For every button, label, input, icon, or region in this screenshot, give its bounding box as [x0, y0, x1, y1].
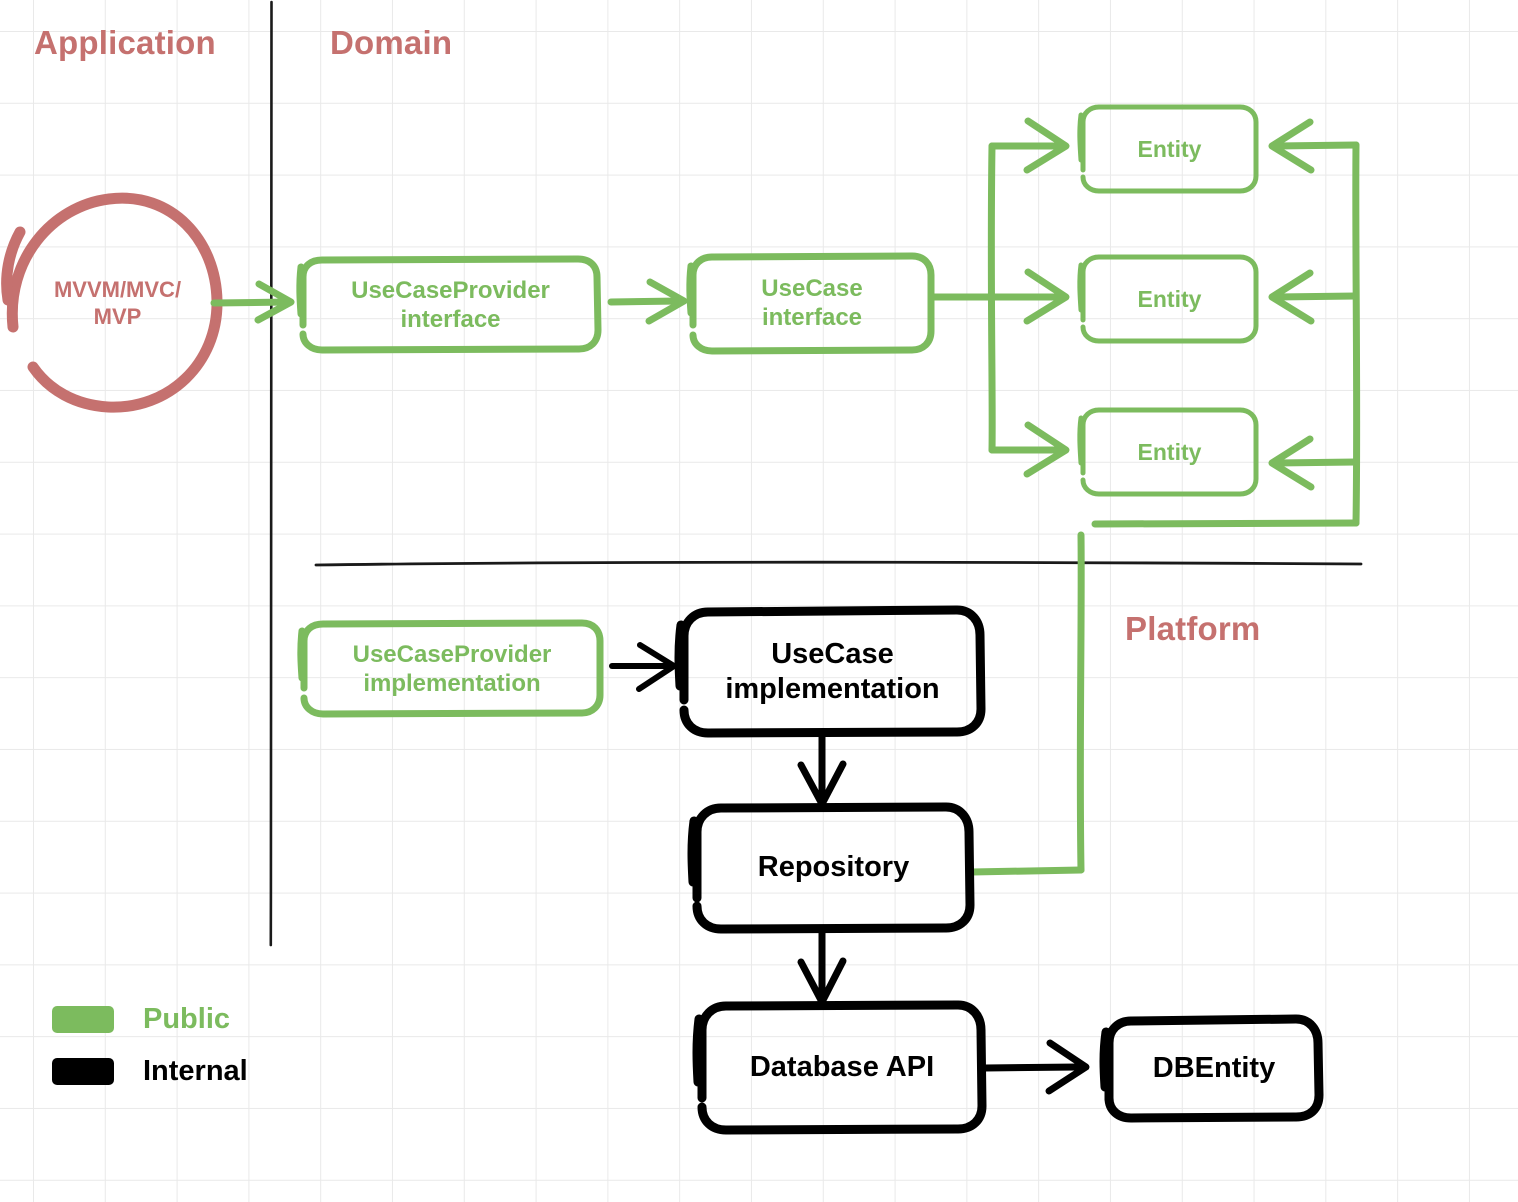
node-shape-dbentity: [1099, 1014, 1324, 1123]
node-ucp-impl[interactable]: [300, 621, 603, 717]
node-shape-uc-impl: [674, 605, 986, 738]
node-shape-entity-3: [1077, 407, 1259, 497]
edge-database-api-to-dbentity: [981, 1039, 1090, 1095]
node-entity-1[interactable]: [1080, 105, 1259, 194]
node-uc-impl[interactable]: [680, 608, 984, 736]
node-uc-interface[interactable]: [690, 254, 934, 353]
edge-repository-to-entities: [968, 118, 1361, 876]
node-shape-entity-1: [1077, 104, 1259, 194]
node-database-api[interactable]: [698, 1003, 985, 1133]
edge-ucp-impl-to-uc-impl: [609, 642, 677, 692]
edge-uc-impl-to-repository: [797, 732, 847, 808]
legend-swatch-internal: [52, 1058, 114, 1085]
node-shape-repository: [687, 802, 975, 934]
node-dbentity[interactable]: [1105, 1017, 1322, 1121]
mvvm-circle-shape: [1, 192, 223, 413]
edge-repository-to-database-api: [797, 928, 847, 1006]
node-mvvm[interactable]: [5, 196, 220, 410]
legend-label-public: Public: [143, 1003, 231, 1035]
legend-item-public[interactable]: [48, 1000, 278, 1040]
edge-uc-interface-to-entity-bus: [930, 117, 1070, 478]
edge-ucp-interface-to-uc-interface: [607, 278, 688, 325]
node-entity-2[interactable]: [1080, 255, 1259, 344]
zone-divider-vertical: [269, 0, 273, 947]
zone-divider-horizontal: [314, 560, 1363, 567]
zone-label-domain: Domain: [330, 24, 453, 61]
zone-label-application: Application: [34, 24, 216, 61]
zone-label-platform: Platform: [1125, 610, 1261, 647]
node-repository[interactable]: [693, 805, 973, 932]
node-shape-uc-interface: [686, 252, 935, 355]
legend-label-internal: Internal: [143, 1055, 248, 1087]
legend-swatch-public: [52, 1006, 114, 1033]
node-shape-entity-2: [1077, 254, 1259, 344]
legend-item-internal[interactable]: [48, 1052, 278, 1092]
node-ucp-interface[interactable]: [300, 257, 600, 352]
node-shape-ucp-interface: [296, 255, 602, 354]
edge-mvvm-to-ucp-interface: [210, 280, 295, 324]
node-shape-ucp-impl: [297, 619, 604, 718]
node-shape-database-api: [692, 1000, 987, 1135]
node-entity-3[interactable]: [1080, 408, 1259, 497]
